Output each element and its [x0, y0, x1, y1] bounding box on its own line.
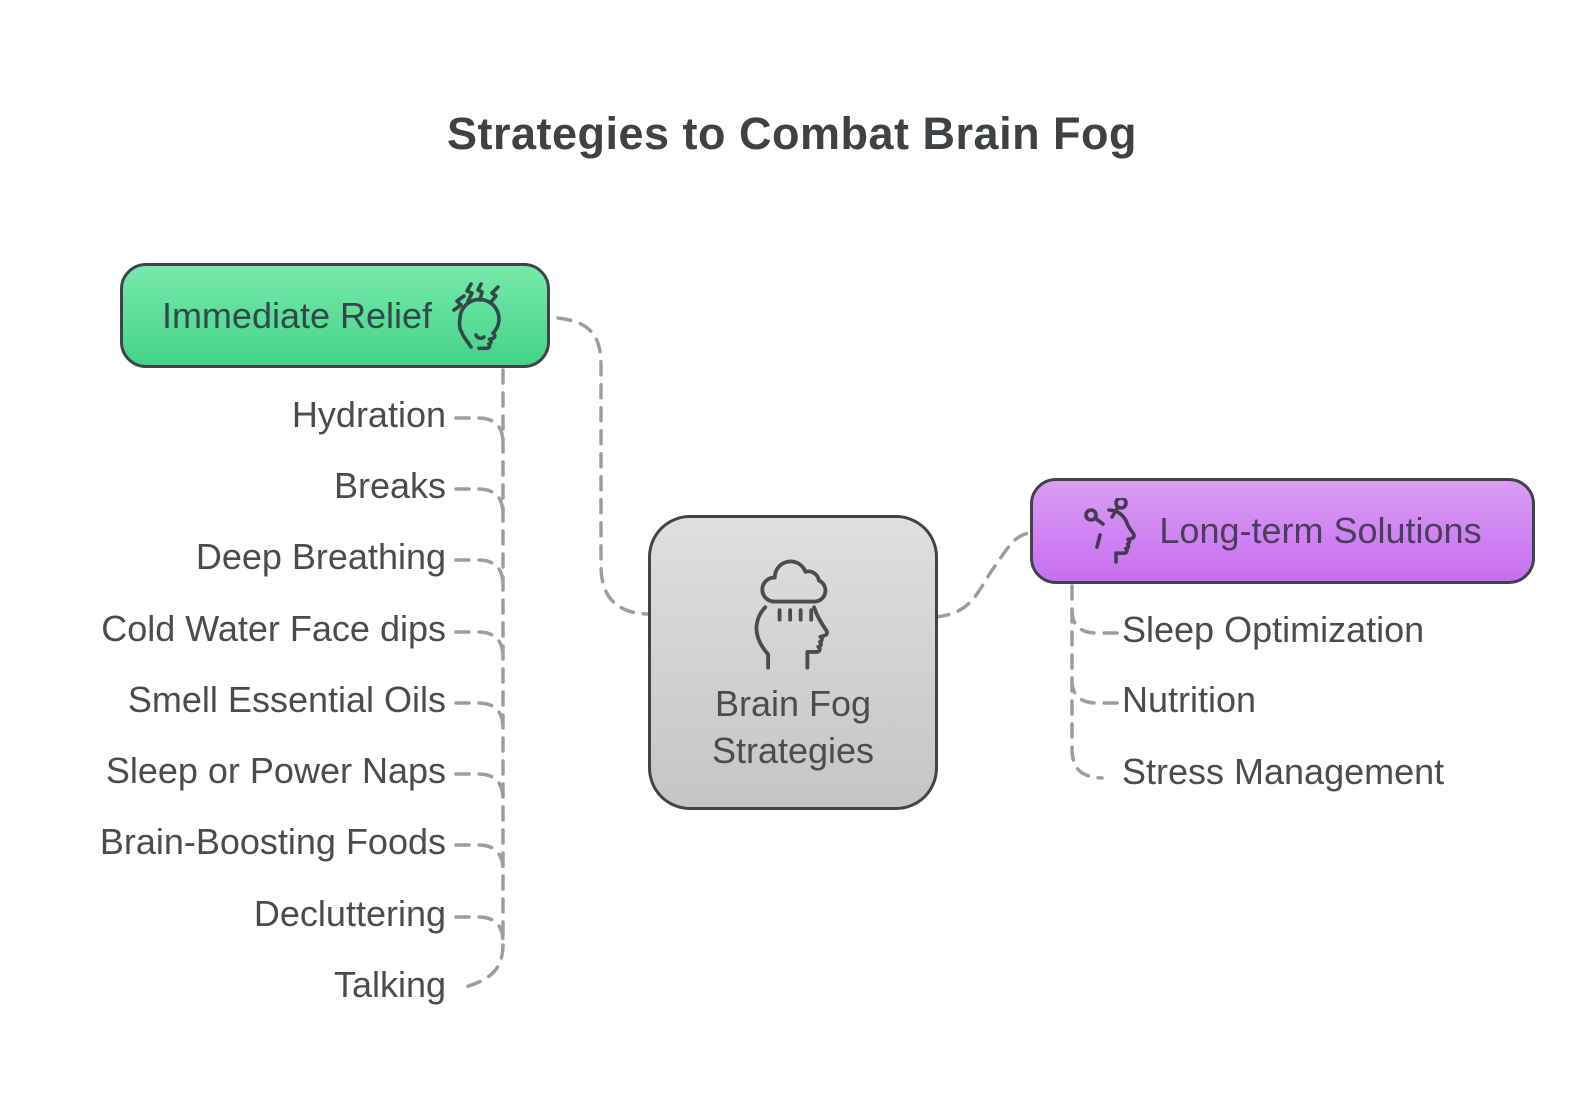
item-talking: Talking — [333, 964, 446, 1005]
long-term-solutions-label: Long-term Solutions — [1159, 510, 1482, 551]
item-cold-water-face-dips: Cold Water Face dips — [101, 608, 446, 649]
item-nutrition: Nutrition — [1122, 679, 1257, 720]
item-breaks: Breaks — [333, 465, 446, 506]
item-smell-essential-oils: Smell Essential Oils — [127, 679, 446, 720]
root-label-line2: Strategies — [711, 729, 875, 771]
edge-root-to-longterm — [934, 531, 1033, 619]
head-rain-cloud-icon — [754, 559, 829, 670]
mind-escape-icon — [1084, 498, 1137, 564]
trunk-longterm — [1070, 584, 1104, 780]
edge-immediate-to-root — [556, 316, 649, 616]
item-stress-management: Stress Management — [1122, 751, 1445, 792]
item-decluttering: Decluttering — [253, 893, 446, 934]
node-immediate-relief: Immediate Relief — [120, 263, 550, 368]
item-hydration: Hydration — [291, 394, 446, 435]
root-label-line1: Brain Fog — [714, 682, 872, 724]
item-sleep-or-power-naps: Sleep or Power Naps — [105, 750, 446, 791]
node-long-term-solutions: Long-term Solutions — [1030, 478, 1535, 584]
trunk-immediate — [460, 368, 505, 990]
item-deep-breathing: Deep Breathing — [195, 536, 446, 577]
node-brain-fog-strategies: Brain Fog Strategies — [648, 515, 938, 810]
diagram-title: Strategies to Combat Brain Fog — [446, 108, 1138, 159]
item-sleep-optimization: Sleep Optimization — [1122, 609, 1425, 650]
immediate-relief-label: Immediate Relief — [161, 294, 433, 336]
stressed-head-icon — [452, 281, 501, 350]
item-brain-boosting-foods: Brain-Boosting Foods — [99, 821, 446, 862]
